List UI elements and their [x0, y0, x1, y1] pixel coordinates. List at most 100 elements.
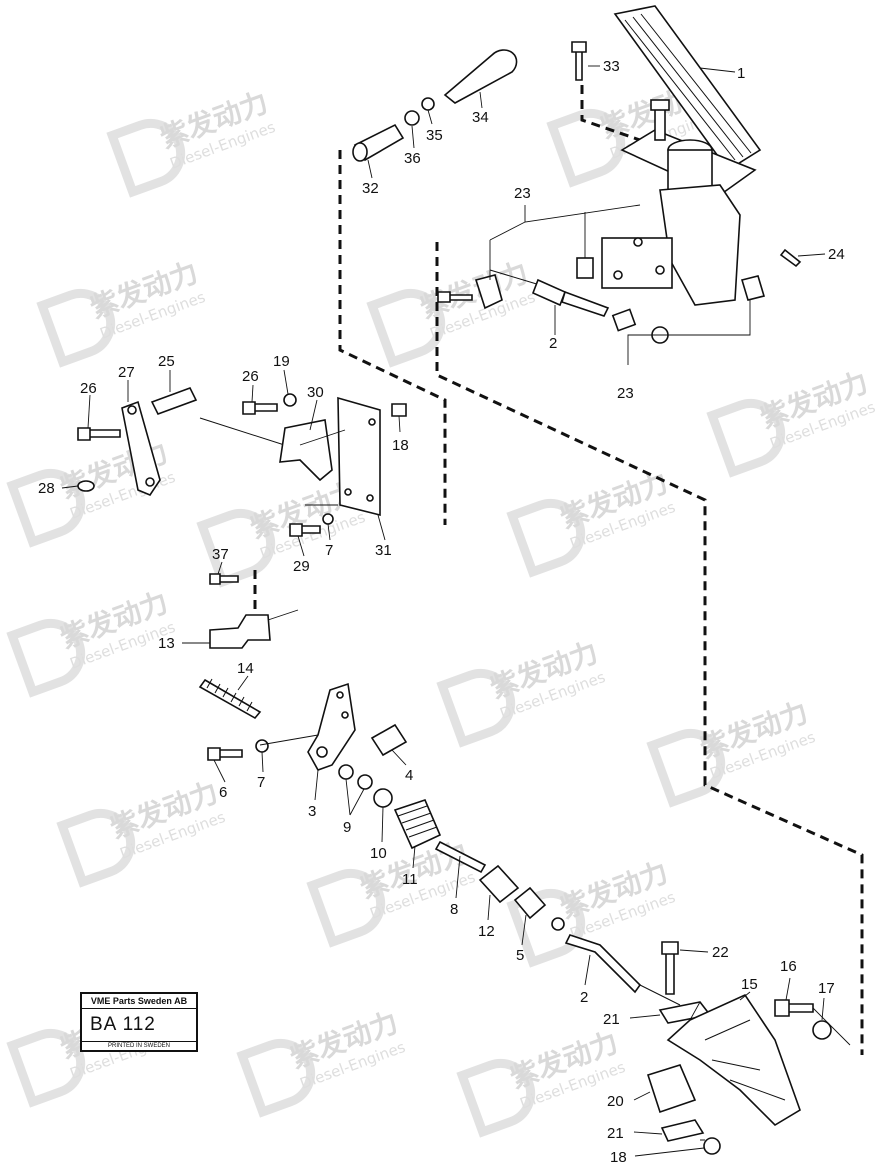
label-21-upper: 21 [603, 1011, 620, 1028]
nut-23-a [611, 308, 637, 332]
bracket-13 [209, 614, 271, 649]
bolt-6 [207, 747, 243, 761]
leader-18b [634, 1147, 705, 1157]
label-9: 9 [343, 819, 351, 836]
clamp-20 [646, 1064, 697, 1114]
leader-21a [629, 1014, 661, 1019]
label-21-lower: 21 [607, 1125, 624, 1142]
bolt-26-right [242, 401, 278, 415]
leader-17 [821, 997, 825, 1021]
lever-27-hole-icon [145, 477, 155, 487]
leader-26a [87, 394, 91, 429]
stamp-printed: PRINTED IN SWEDEN [82, 1041, 196, 1049]
washer-10 [373, 788, 393, 808]
lever-3-hole-icon [341, 711, 349, 719]
leader-8 [455, 855, 461, 899]
clip-23-upper [576, 257, 594, 279]
label-35: 35 [426, 127, 443, 144]
label-27: 27 [118, 364, 135, 381]
leader-14 [237, 675, 249, 691]
pedal-plate [613, 5, 762, 172]
label-14: 14 [237, 660, 254, 677]
watermark-8: 紫发动力 Diesel-Engines [506, 466, 678, 578]
leader-29 [297, 535, 305, 557]
cable-2-lower-rod [639, 984, 681, 1006]
nut-9-b [357, 774, 373, 790]
leader-15 [739, 991, 751, 1001]
label-12: 12 [478, 923, 495, 940]
plate-31-hole-icon [368, 418, 376, 426]
nut-5 [551, 917, 565, 931]
label-19: 19 [273, 353, 290, 370]
watermark-5: 紫发动力 Diesel-Engines [706, 366, 878, 478]
label-2-upper: 2 [549, 335, 557, 352]
bracket-15-detail [704, 1019, 786, 1101]
watermark-logo-icon [306, 868, 386, 948]
leader-5 [521, 914, 527, 946]
leader-2b [584, 954, 591, 986]
cable-2-upper-thread [561, 290, 610, 317]
assembly-outlines [253, 85, 864, 1055]
bushing-12 [478, 864, 520, 904]
spring-11-coils [397, 805, 438, 838]
bushing-5 [513, 886, 547, 920]
label-24: 24 [828, 246, 845, 263]
leader-11 [412, 845, 416, 869]
leader-28 [61, 485, 79, 489]
label-37: 37 [212, 546, 229, 563]
watermark-logo-icon [546, 108, 626, 188]
plate-31-hole-icon [366, 494, 374, 502]
label-8: 8 [450, 901, 458, 918]
cable-2-upper-rod [489, 269, 541, 286]
lever-group [77, 387, 407, 537]
watermark-logo-icon [6, 1028, 86, 1108]
label-36: 36 [404, 150, 421, 167]
spring-14 [198, 678, 262, 720]
leader-bracket-group [689, 1001, 851, 1141]
label-23-top: 23 [514, 185, 531, 202]
label-29: 29 [293, 558, 310, 575]
nut-18-upper [391, 403, 407, 417]
label-20: 20 [607, 1093, 624, 1110]
leader-4 [391, 749, 407, 766]
leader-37 [217, 561, 223, 575]
leader-30 [309, 399, 318, 431]
washer-35 [421, 97, 435, 111]
leader-36 [411, 125, 415, 149]
label-5: 5 [516, 947, 524, 964]
watermark-logo-icon [56, 808, 136, 888]
label-7-lower: 7 [257, 774, 265, 791]
lever-3 [307, 682, 356, 771]
lever-3-hole-icon [336, 691, 344, 699]
label-32: 32 [362, 180, 379, 197]
lever-3-line [259, 734, 319, 746]
label-25: 25 [158, 353, 175, 370]
label-23-bottom: 23 [617, 385, 634, 402]
bolt-26-left [77, 427, 121, 441]
bracket-13-line [267, 609, 299, 621]
watermark-9: 紫发动力 Diesel-Engines [6, 586, 178, 698]
watermark-logo-icon [6, 618, 86, 698]
watermark-logo-icon [646, 728, 726, 808]
pin-24 [779, 248, 802, 268]
leader-20 [633, 1091, 651, 1101]
watermark-logo-icon [36, 288, 116, 368]
label-26-right: 26 [242, 368, 259, 385]
watermark-logo-icon [506, 498, 586, 578]
watermark-logo-icon [456, 1058, 536, 1138]
pedal-ribs [624, 13, 752, 161]
spring-11 [393, 799, 442, 850]
leader-lever-group [299, 429, 346, 506]
watermark-11: 紫发动力 Diesel-Engines [646, 696, 818, 808]
watermark-layer: 紫发动力 Diesel-Engines 紫发动力 Diesel-Engines … [6, 76, 878, 1138]
label-33: 33 [603, 58, 620, 75]
leader-24 [797, 253, 826, 257]
lever-27 [121, 400, 161, 496]
bolt-29 [289, 523, 321, 537]
label-18-lower: 18 [610, 1149, 627, 1166]
leader-3 [314, 769, 319, 801]
watermark-logo-icon [436, 668, 516, 748]
stud-8 [434, 840, 487, 874]
bolt-33 [571, 41, 587, 81]
